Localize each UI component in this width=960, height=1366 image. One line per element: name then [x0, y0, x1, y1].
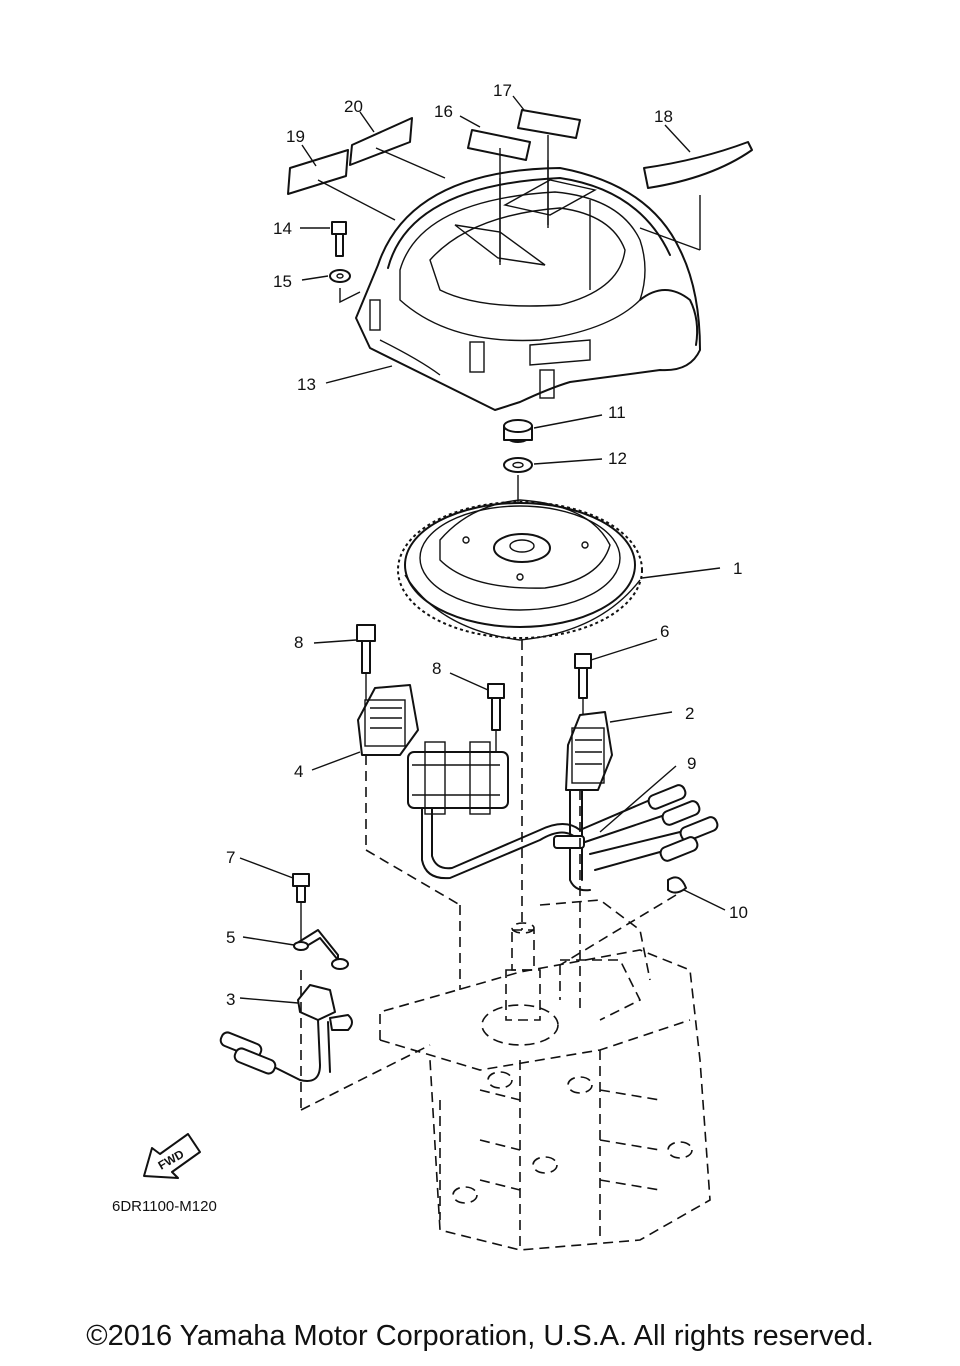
callout-11: 11	[608, 403, 626, 422]
callout-17: 17	[493, 81, 512, 100]
charge-coil	[407, 741, 509, 815]
callout-2: 2	[685, 704, 694, 723]
nut-11	[503, 419, 533, 443]
decal-17	[517, 109, 581, 139]
callout-7: 7	[226, 848, 235, 867]
callout-18: 18	[654, 107, 673, 126]
callout-3: 3	[226, 990, 235, 1009]
flywheel-cover	[355, 160, 701, 411]
callout-13: 13	[297, 375, 316, 394]
coil-2	[565, 711, 613, 791]
copyright-footer: ©2016 Yamaha Motor Corporation, U.S.A. A…	[86, 1320, 874, 1352]
clip-10	[667, 876, 687, 894]
callout-12: 12	[608, 449, 627, 468]
rectifier-3	[219, 984, 353, 1082]
callout-10: 10	[729, 903, 748, 922]
bolt-14	[331, 221, 347, 257]
fwd-arrow-icon: FWD	[143, 1133, 201, 1179]
washer-12	[503, 457, 533, 473]
power-head	[379, 899, 711, 1251]
callout-8-middle: 8	[432, 659, 441, 678]
pulser-coil-4	[357, 684, 419, 756]
callout-5: 5	[226, 928, 235, 947]
callout-14: 14	[273, 219, 292, 238]
bolt-8-middle	[487, 683, 505, 731]
decal-16	[467, 129, 531, 161]
bolt-6	[574, 653, 592, 699]
washer-15	[329, 269, 351, 283]
bolt-7	[292, 873, 310, 903]
callout-1: 1	[733, 559, 742, 578]
callout-15: 15	[273, 272, 292, 291]
callout-20: 20	[344, 97, 363, 116]
decal-19	[287, 149, 349, 195]
callout-4: 4	[294, 762, 303, 781]
decal-20	[349, 117, 413, 166]
callout-9: 9	[687, 754, 696, 773]
wire-harness-9	[421, 784, 719, 892]
callout-8-left: 8	[294, 633, 303, 652]
crankshaft	[505, 922, 541, 1021]
flywheel	[397, 499, 643, 641]
diagram-code: 6DR1100-M120	[112, 1198, 217, 1215]
bolt-8-left	[356, 624, 376, 674]
bracket-5	[293, 929, 349, 970]
callout-16: 16	[434, 102, 453, 121]
callout-6: 6	[660, 622, 669, 641]
callout-19: 19	[286, 127, 305, 146]
decal-18	[643, 141, 753, 189]
